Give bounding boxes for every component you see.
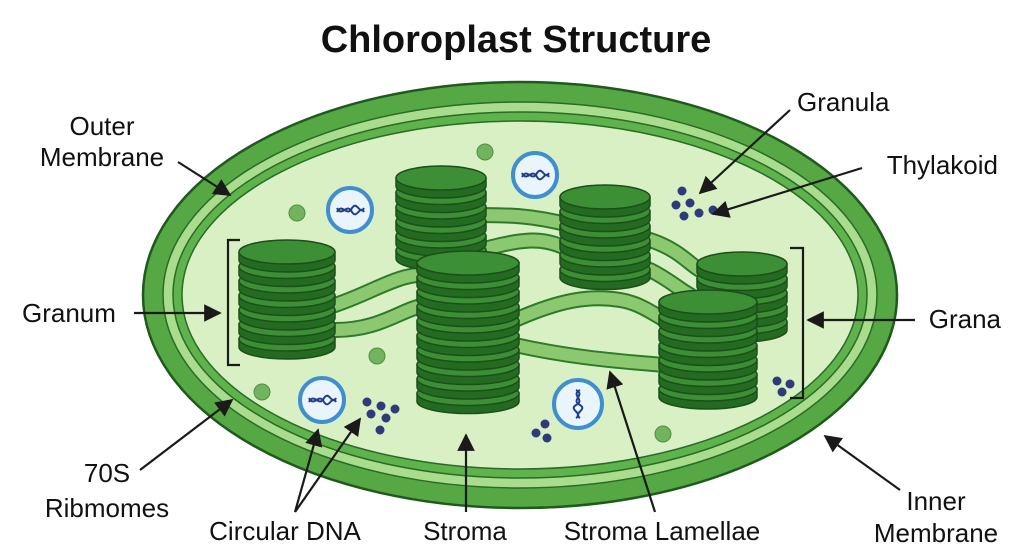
ribosome-dot bbox=[476, 143, 494, 161]
thylakoid-disc-top bbox=[395, 165, 487, 191]
thylakoid-disc-top bbox=[238, 239, 336, 265]
granule-dot bbox=[381, 413, 391, 423]
granule-dot bbox=[366, 409, 376, 419]
thylakoid-disc-top bbox=[658, 289, 758, 315]
circular-dna-pointer-2 bbox=[294, 417, 362, 513]
label-ribosomes-line1: 70S bbox=[84, 458, 130, 488]
granum-stack bbox=[238, 239, 336, 360]
label-outer-membrane-line2: Membrane bbox=[40, 142, 164, 172]
thylakoid-disc-top bbox=[696, 251, 788, 277]
circular-dna-rings bbox=[298, 151, 604, 430]
stroma-lamellae-pointer bbox=[606, 370, 657, 513]
granule-dot bbox=[671, 200, 681, 210]
page-title: Chloroplast Structure bbox=[321, 19, 712, 61]
granule-dot bbox=[777, 387, 787, 397]
label-ribosomes-line2: Ribmomes bbox=[45, 493, 169, 523]
label-inner-membrane-line2: Membrane bbox=[874, 518, 998, 548]
thylakoid-pointer bbox=[711, 166, 863, 218]
ribosome-dot bbox=[288, 204, 306, 222]
ribosomes-pointer bbox=[139, 398, 234, 471]
ribosome-dot bbox=[654, 425, 672, 443]
label-thylakoid: Thylakoid bbox=[887, 150, 998, 180]
granule-dot bbox=[376, 401, 386, 411]
dna-ring bbox=[511, 151, 559, 199]
granule-dot bbox=[679, 211, 689, 221]
granum-stack bbox=[658, 289, 758, 410]
label-stroma-lamellae: Stroma Lamellae bbox=[564, 516, 761, 546]
granum-stack bbox=[559, 184, 651, 291]
granum-stack bbox=[416, 250, 520, 415]
ribosome-dot bbox=[368, 347, 386, 365]
granule-dot bbox=[375, 425, 385, 435]
granule-dot bbox=[694, 208, 704, 218]
granula-pointer bbox=[698, 109, 791, 195]
ribosome-dot bbox=[253, 383, 271, 401]
label-outer-membrane-line1: Outer bbox=[69, 111, 134, 141]
granule-dot bbox=[390, 404, 400, 414]
granule-dot bbox=[540, 419, 550, 429]
granule-dot bbox=[542, 433, 552, 443]
label-stroma: Stroma bbox=[423, 516, 507, 546]
inner-membrane-pointer bbox=[823, 434, 901, 491]
label-granula: Granula bbox=[797, 87, 890, 117]
granum-bracket bbox=[226, 238, 240, 367]
grana-bracket bbox=[790, 246, 805, 400]
dna-ring bbox=[298, 376, 346, 424]
label-grana: Grana bbox=[929, 304, 1002, 334]
granule-dot bbox=[772, 376, 782, 386]
granule-dot bbox=[685, 198, 695, 208]
grana-stacks bbox=[238, 165, 788, 415]
granule-dot bbox=[531, 428, 541, 438]
thylakoid-disc-top bbox=[416, 250, 520, 276]
outer-membrane-pointer bbox=[177, 161, 232, 196]
granum-stack bbox=[395, 165, 487, 272]
circular-dna-pointer-1 bbox=[293, 428, 323, 513]
label-granum: Granum bbox=[22, 298, 116, 328]
thylakoid-disc-top bbox=[559, 184, 651, 210]
label-circular-dna: Circular DNA bbox=[209, 516, 361, 546]
label-inner-membrane-line1: Inner bbox=[906, 486, 966, 516]
ribosomes bbox=[253, 143, 672, 443]
granule-dot bbox=[785, 379, 795, 389]
granule-dot bbox=[362, 397, 372, 407]
granule-dot bbox=[677, 186, 687, 196]
dna-ring bbox=[552, 378, 604, 430]
dna-ring bbox=[326, 186, 374, 234]
leader-lines bbox=[134, 109, 915, 513]
